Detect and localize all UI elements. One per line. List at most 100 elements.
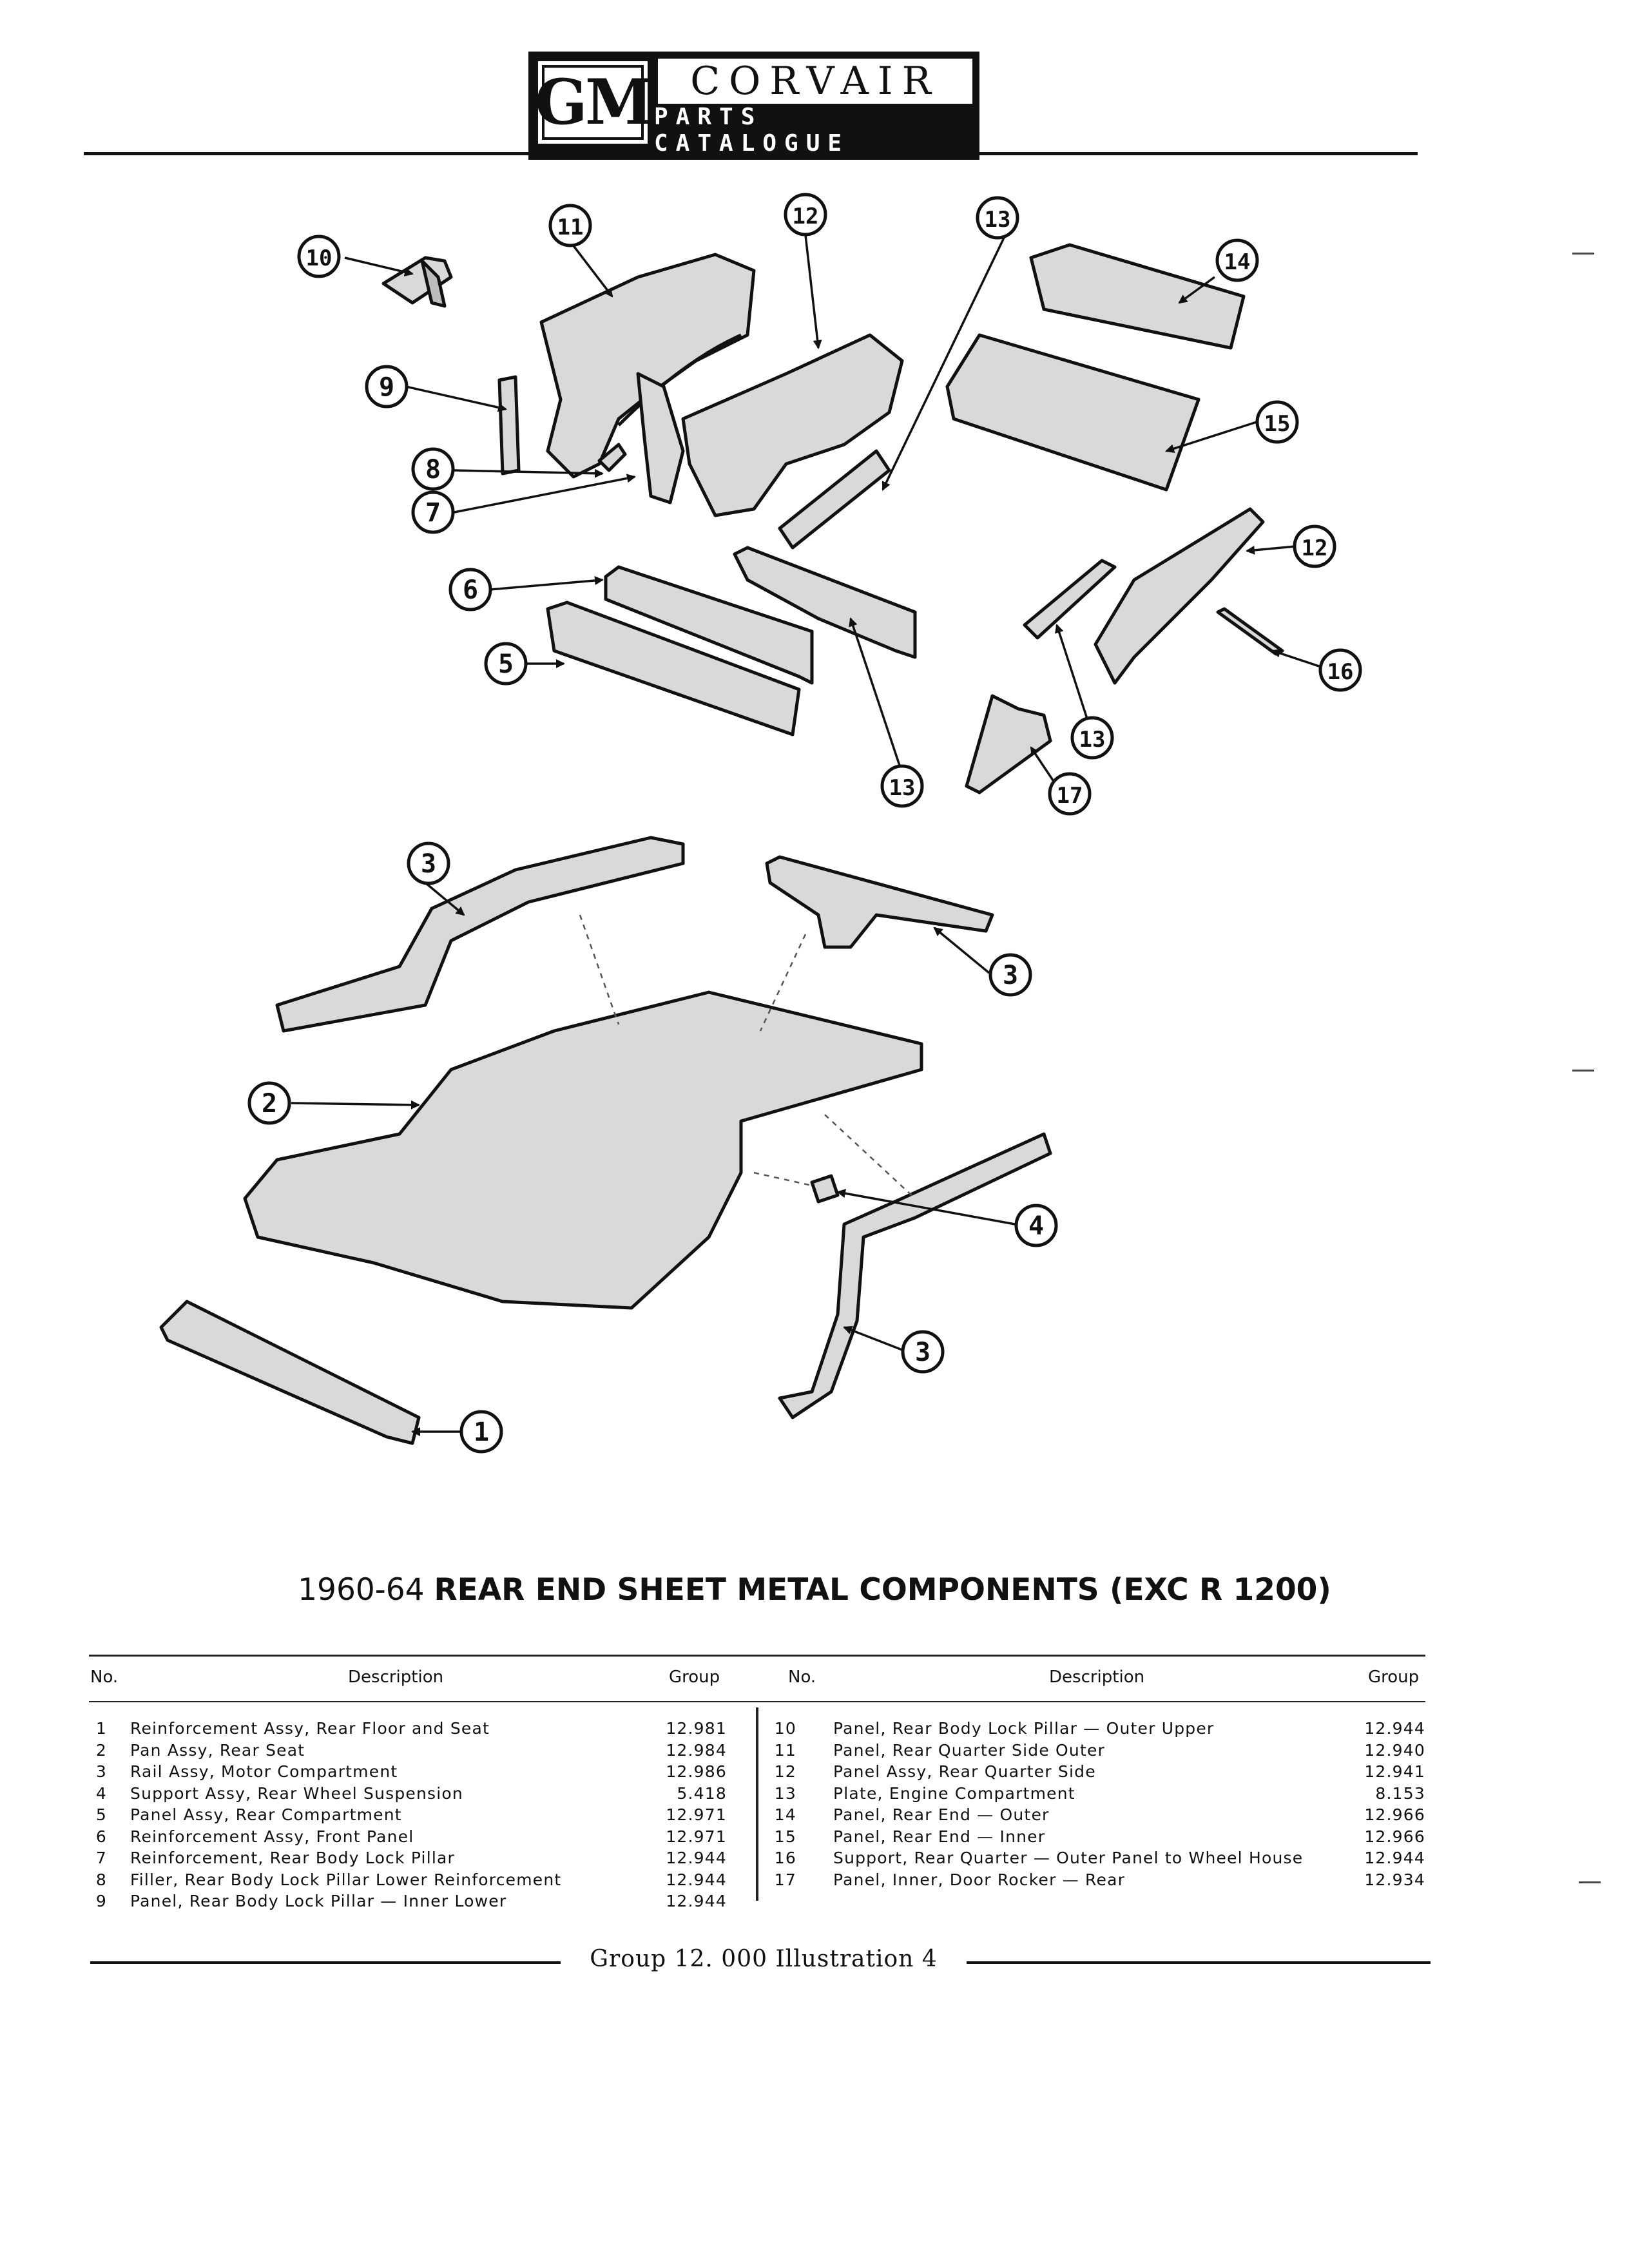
callout-number: 7 <box>425 498 441 528</box>
header-rule <box>84 152 1418 155</box>
right-row-group: 12.934 <box>1364 1870 1425 1889</box>
callout-circle <box>411 447 455 491</box>
callout-circle <box>784 193 827 236</box>
left-row-group: 12.971 <box>666 1827 727 1846</box>
header-description-right: Description <box>1049 1667 1145 1687</box>
callout-circle <box>297 235 341 278</box>
right-row-no: 12 <box>774 1762 796 1781</box>
page-footer: Group 12. 000 Illustration 4 <box>0 1946 1629 1978</box>
callout-circle <box>880 764 924 808</box>
left-row-no: 3 <box>95 1762 107 1781</box>
part-16-quarter-support <box>1216 607 1284 656</box>
callout-number: 9 <box>379 372 394 402</box>
callout-circle <box>976 196 1019 240</box>
leader-12-upper <box>804 235 822 349</box>
leader-13-center <box>849 617 903 774</box>
left-row-group: 12.971 <box>666 1805 727 1824</box>
callout-circle <box>988 953 1032 997</box>
margin-tick <box>1572 253 1594 255</box>
leader-2 <box>291 1100 420 1110</box>
left-row-group: 12.984 <box>666 1740 727 1760</box>
callout-number: 13 <box>985 207 1011 233</box>
table-top-rule <box>89 1655 1425 1657</box>
footer-rule-left <box>90 1961 561 1964</box>
part-15-rear-end-inner <box>945 333 1200 492</box>
part-6-front-panel-reinforcement <box>604 565 814 685</box>
callout-circle <box>901 1330 945 1374</box>
leader-10 <box>344 256 414 277</box>
left-row-description: Reinforcement Assy, Front Panel <box>130 1827 414 1846</box>
left-row-description: Panel, Rear Body Lock Pillar — Inner Low… <box>130 1892 507 1910</box>
right-row-no: 10 <box>774 1719 796 1738</box>
right-row-group: 12.940 <box>1364 1740 1425 1760</box>
callout-circle <box>1014 1204 1058 1247</box>
left-row-no: 7 <box>95 1849 107 1867</box>
part-12-quarter-side-upper <box>681 333 904 517</box>
leader-3-left <box>424 881 465 916</box>
right-row-no: 11 <box>774 1740 796 1760</box>
callout-number: 2 <box>262 1089 277 1119</box>
callout-number: 17 <box>1057 783 1083 809</box>
table-header-rule <box>89 1701 1425 1702</box>
right-row-description: Panel, Rear End — Outer <box>833 1805 1050 1824</box>
leader-13-right <box>1055 624 1094 735</box>
part-13-engine-plate-right <box>1023 559 1117 640</box>
callout-number: 3 <box>915 1338 930 1367</box>
right-row-no: 16 <box>774 1849 796 1867</box>
leader-17 <box>1030 746 1058 787</box>
callout-number: 3 <box>1003 961 1018 990</box>
illustration-title: 1960-64 REAR END SHEET METAL COMPONENTS … <box>0 1572 1629 1608</box>
right-row-description: Panel, Inner, Door Rocker — Rear <box>833 1870 1126 1889</box>
callout-circle <box>407 841 450 885</box>
callout-circle <box>484 642 528 686</box>
leader-3-lower <box>843 1325 903 1351</box>
right-row-group: 8.153 <box>1375 1783 1425 1803</box>
callout-number: 14 <box>1224 249 1251 275</box>
left-row-no: 9 <box>95 1892 107 1910</box>
left-row-group: 12.986 <box>666 1762 727 1781</box>
left-row-description: Panel Assy, Rear Compartment <box>130 1805 402 1824</box>
callout-circle <box>247 1081 291 1125</box>
right-row-description: Plate, Engine Compartment <box>833 1783 1075 1803</box>
callout-number: 11 <box>557 215 584 240</box>
right-row-description: Support, Rear Quarter — Outer Panel to W… <box>833 1849 1304 1867</box>
header-no-left: No. <box>90 1667 119 1687</box>
callout-circle <box>1318 648 1362 692</box>
callout-circle <box>1293 524 1336 568</box>
assembly-line <box>579 914 620 1025</box>
part-12-quarter-side-right <box>1094 507 1265 685</box>
gm-logo: GM <box>532 55 654 150</box>
right-row-description: Panel Assy, Rear Quarter Side <box>833 1762 1096 1781</box>
leader-8 <box>454 468 604 478</box>
left-row-no: 1 <box>95 1719 107 1738</box>
callout-number: 1 <box>474 1418 489 1447</box>
leader-14 <box>1178 276 1216 304</box>
left-row-description: Filler, Rear Body Lock Pillar Lower Rein… <box>130 1870 562 1889</box>
callout-number: 5 <box>498 649 514 679</box>
callout-number: 3 <box>421 849 436 879</box>
left-row-no: 4 <box>95 1783 107 1803</box>
right-row-description: Panel, Rear End — Inner <box>833 1827 1046 1846</box>
header-group-left: Group <box>669 1667 720 1687</box>
callout-number: 12 <box>1302 535 1328 561</box>
right-row-group: 12.941 <box>1364 1762 1425 1781</box>
callout-number: 13 <box>1079 727 1106 753</box>
right-row-group: 12.966 <box>1364 1827 1425 1846</box>
part-3-rail-lower-right <box>778 1132 1052 1419</box>
part-3-rail-upper-right <box>765 855 994 949</box>
assembly-line <box>759 934 807 1032</box>
callout-number: 15 <box>1264 411 1291 437</box>
callout-number: 12 <box>793 204 819 229</box>
right-row-no: 14 <box>774 1805 796 1824</box>
right-row-description: Panel, Rear Body Lock Pillar — Outer Upp… <box>833 1719 1215 1738</box>
header-description-left: Description <box>348 1667 444 1687</box>
callout-number: 13 <box>889 775 916 801</box>
gm-logo-box: GM <box>535 61 653 144</box>
left-row-no: 5 <box>95 1805 107 1824</box>
brand-title: CORVAIR <box>658 59 972 104</box>
right-row-no: 15 <box>774 1827 796 1846</box>
callout-number: 10 <box>306 245 333 271</box>
